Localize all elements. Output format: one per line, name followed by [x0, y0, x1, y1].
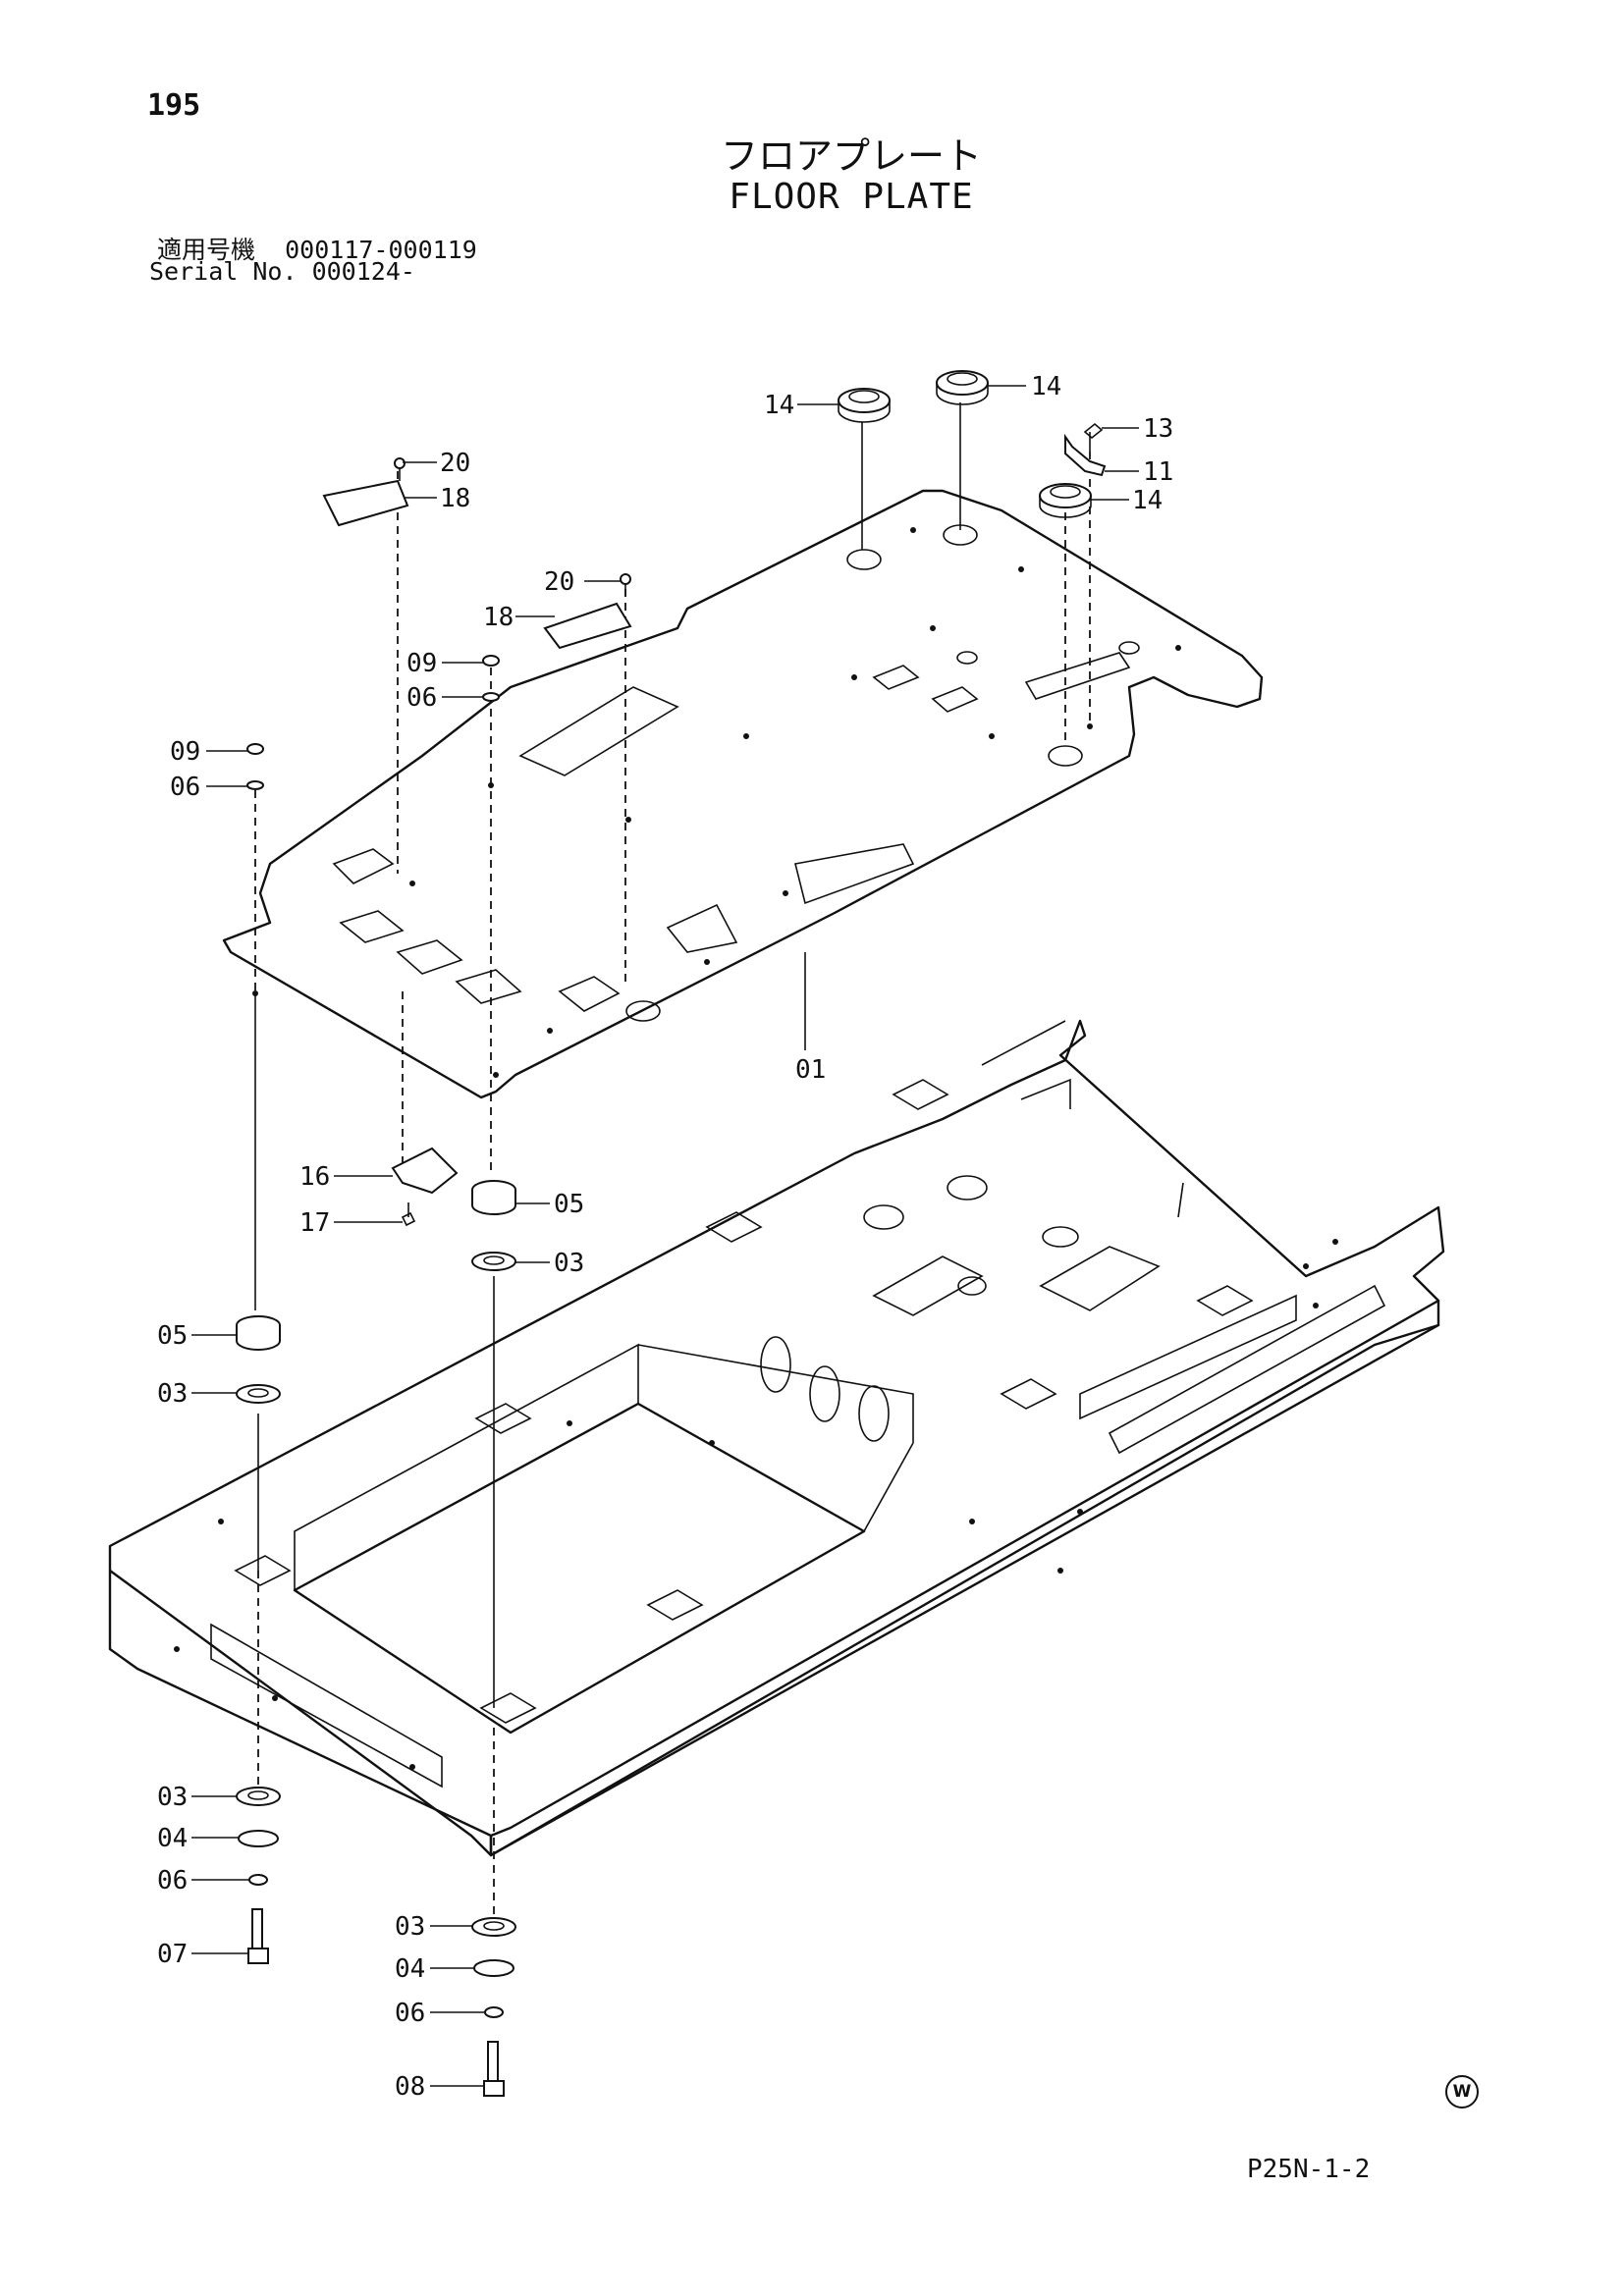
serial-range-english: Serial No. 000124- — [149, 257, 415, 286]
frame-side-slot — [210, 1623, 443, 1789]
serial-range-japanese: 適用号機 000117-000119 — [157, 231, 477, 266]
frame-oval-a — [760, 1336, 791, 1393]
callout-06-upper: 06 — [406, 683, 437, 713]
callout-leaders — [191, 385, 1139, 2087]
frame-oval-b — [809, 1365, 840, 1422]
frame-lever — [1177, 1182, 1184, 1218]
title-japanese: フロアプレート — [720, 134, 982, 178]
w-circle-mark: W — [1445, 2075, 1479, 2109]
callout-13: 13 — [1143, 414, 1173, 444]
callout-08: 08 — [395, 2072, 425, 2102]
frame-side-face — [108, 1323, 1440, 1857]
floor-plate — [222, 489, 1264, 1099]
callout-18-top: 18 — [440, 484, 470, 513]
frame-top-panel — [872, 1255, 984, 1316]
reference-code: P25N-1-2 — [1247, 2155, 1371, 2184]
callout-03-lower-right: 03 — [395, 1912, 425, 1942]
part-covers-18 — [322, 479, 632, 650]
frame-inner-opening — [293, 1402, 866, 1735]
callout-18-middle: 18 — [483, 603, 514, 632]
frame-bolt-holes — [174, 1239, 1338, 1770]
frame-right-slot — [1079, 1294, 1297, 1420]
callout-16: 16 — [299, 1162, 330, 1192]
frame-hole-d — [957, 1276, 987, 1296]
callout-04-lower-right: 04 — [395, 1954, 425, 1984]
serial-label-en: Serial No. — [149, 257, 298, 286]
callout-05-left: 05 — [157, 1321, 188, 1351]
frame-front-face — [489, 1299, 1440, 1857]
frame-rear-bar — [981, 1020, 1071, 1109]
frame-hole-b — [947, 1175, 988, 1201]
serial-label-jp: 適用号機 — [157, 236, 256, 264]
floor-plate-outline — [222, 489, 1264, 1099]
part-clamp-11-bolt-13 — [1064, 422, 1107, 477]
callout-05-middle: 05 — [554, 1190, 584, 1219]
main-frame — [108, 1019, 1445, 1857]
callout-14-left: 14 — [764, 391, 794, 420]
part-bolts-07-08 — [247, 1908, 505, 2097]
callout-06-left: 06 — [170, 773, 200, 802]
callout-11: 11 — [1143, 457, 1173, 487]
callout-labels: 14 14 14 13 11 20 18 20 18 09 06 09 06 0… — [157, 372, 1173, 2102]
part-grommets-14 — [838, 370, 1092, 518]
callout-03-middle: 03 — [554, 1249, 584, 1278]
frame-inner-wall — [294, 1343, 914, 1590]
callout-03-left: 03 — [157, 1379, 188, 1409]
frame-hole-a — [863, 1204, 904, 1230]
serial-range-jp: 000117-000119 — [285, 236, 477, 264]
frame-top-outline — [108, 1019, 1445, 1857]
frame-mount-pads — [234, 1079, 1254, 1724]
callout-09-upper: 09 — [406, 649, 437, 678]
callout-07: 07 — [157, 1940, 188, 1969]
callout-06-lower-left: 06 — [157, 1866, 188, 1896]
frame-oval-c — [858, 1385, 890, 1442]
part-screws-20 — [394, 457, 631, 597]
callout-14-right: 14 — [1132, 486, 1163, 515]
part-bracket-16-bolt-17 — [391, 1147, 459, 1227]
callout-01: 01 — [795, 1055, 826, 1085]
callout-06-lower-right: 06 — [395, 1999, 425, 2028]
callout-17: 17 — [299, 1208, 330, 1238]
title-english: FLOOR PLATE — [729, 177, 974, 217]
callout-09-left: 09 — [170, 737, 200, 767]
callout-03-lower-left: 03 — [157, 1783, 188, 1812]
part-washers-04 — [238, 1830, 514, 1977]
part-rubber-mounts-05 — [236, 1180, 516, 1351]
part-washers-06 — [246, 692, 504, 2018]
assembly-lines — [254, 402, 1091, 1924]
callout-20-top: 20 — [440, 449, 470, 478]
callout-20-middle: 20 — [544, 567, 574, 597]
floor-plate-holes — [252, 527, 1181, 1078]
frame-bracket — [1039, 1246, 1161, 1311]
frame-hole-c — [1042, 1226, 1079, 1248]
frame-right-channel — [1108, 1284, 1386, 1455]
callout-04-lower-left: 04 — [157, 1824, 188, 1853]
floor-plate-cutouts — [332, 524, 1140, 1022]
page-number: 195 — [147, 88, 201, 123]
part-nuts-09 — [246, 655, 500, 755]
callout-14-center: 14 — [1031, 372, 1061, 401]
serial-range-en: 000124- — [311, 257, 415, 286]
